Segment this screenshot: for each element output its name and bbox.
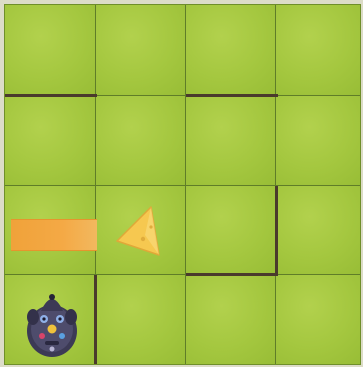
wall-segment	[275, 186, 278, 276]
wall-segment	[5, 94, 97, 97]
board-cell[interactable]	[96, 96, 186, 186]
board-cell[interactable]	[276, 186, 360, 275]
mouse-robot-icon[interactable]	[23, 287, 81, 364]
board-cell[interactable]	[186, 5, 276, 96]
board-cell[interactable]	[276, 96, 360, 186]
board-cell[interactable]	[96, 5, 186, 96]
board-cell[interactable]	[96, 275, 186, 364]
orange-ramp-bar	[11, 219, 97, 251]
board-cell[interactable]	[186, 96, 276, 186]
board-cell[interactable]	[186, 275, 276, 364]
board-cell[interactable]	[186, 186, 276, 275]
game-board	[4, 4, 361, 365]
wall-segment	[186, 273, 278, 276]
wall-segment	[94, 275, 97, 364]
cheese-icon[interactable]	[115, 205, 163, 262]
board-cell[interactable]	[276, 275, 360, 364]
wall-segment	[186, 94, 278, 97]
board-cell[interactable]	[5, 96, 96, 186]
board-cell[interactable]	[276, 5, 360, 96]
board-cell[interactable]	[5, 5, 96, 96]
